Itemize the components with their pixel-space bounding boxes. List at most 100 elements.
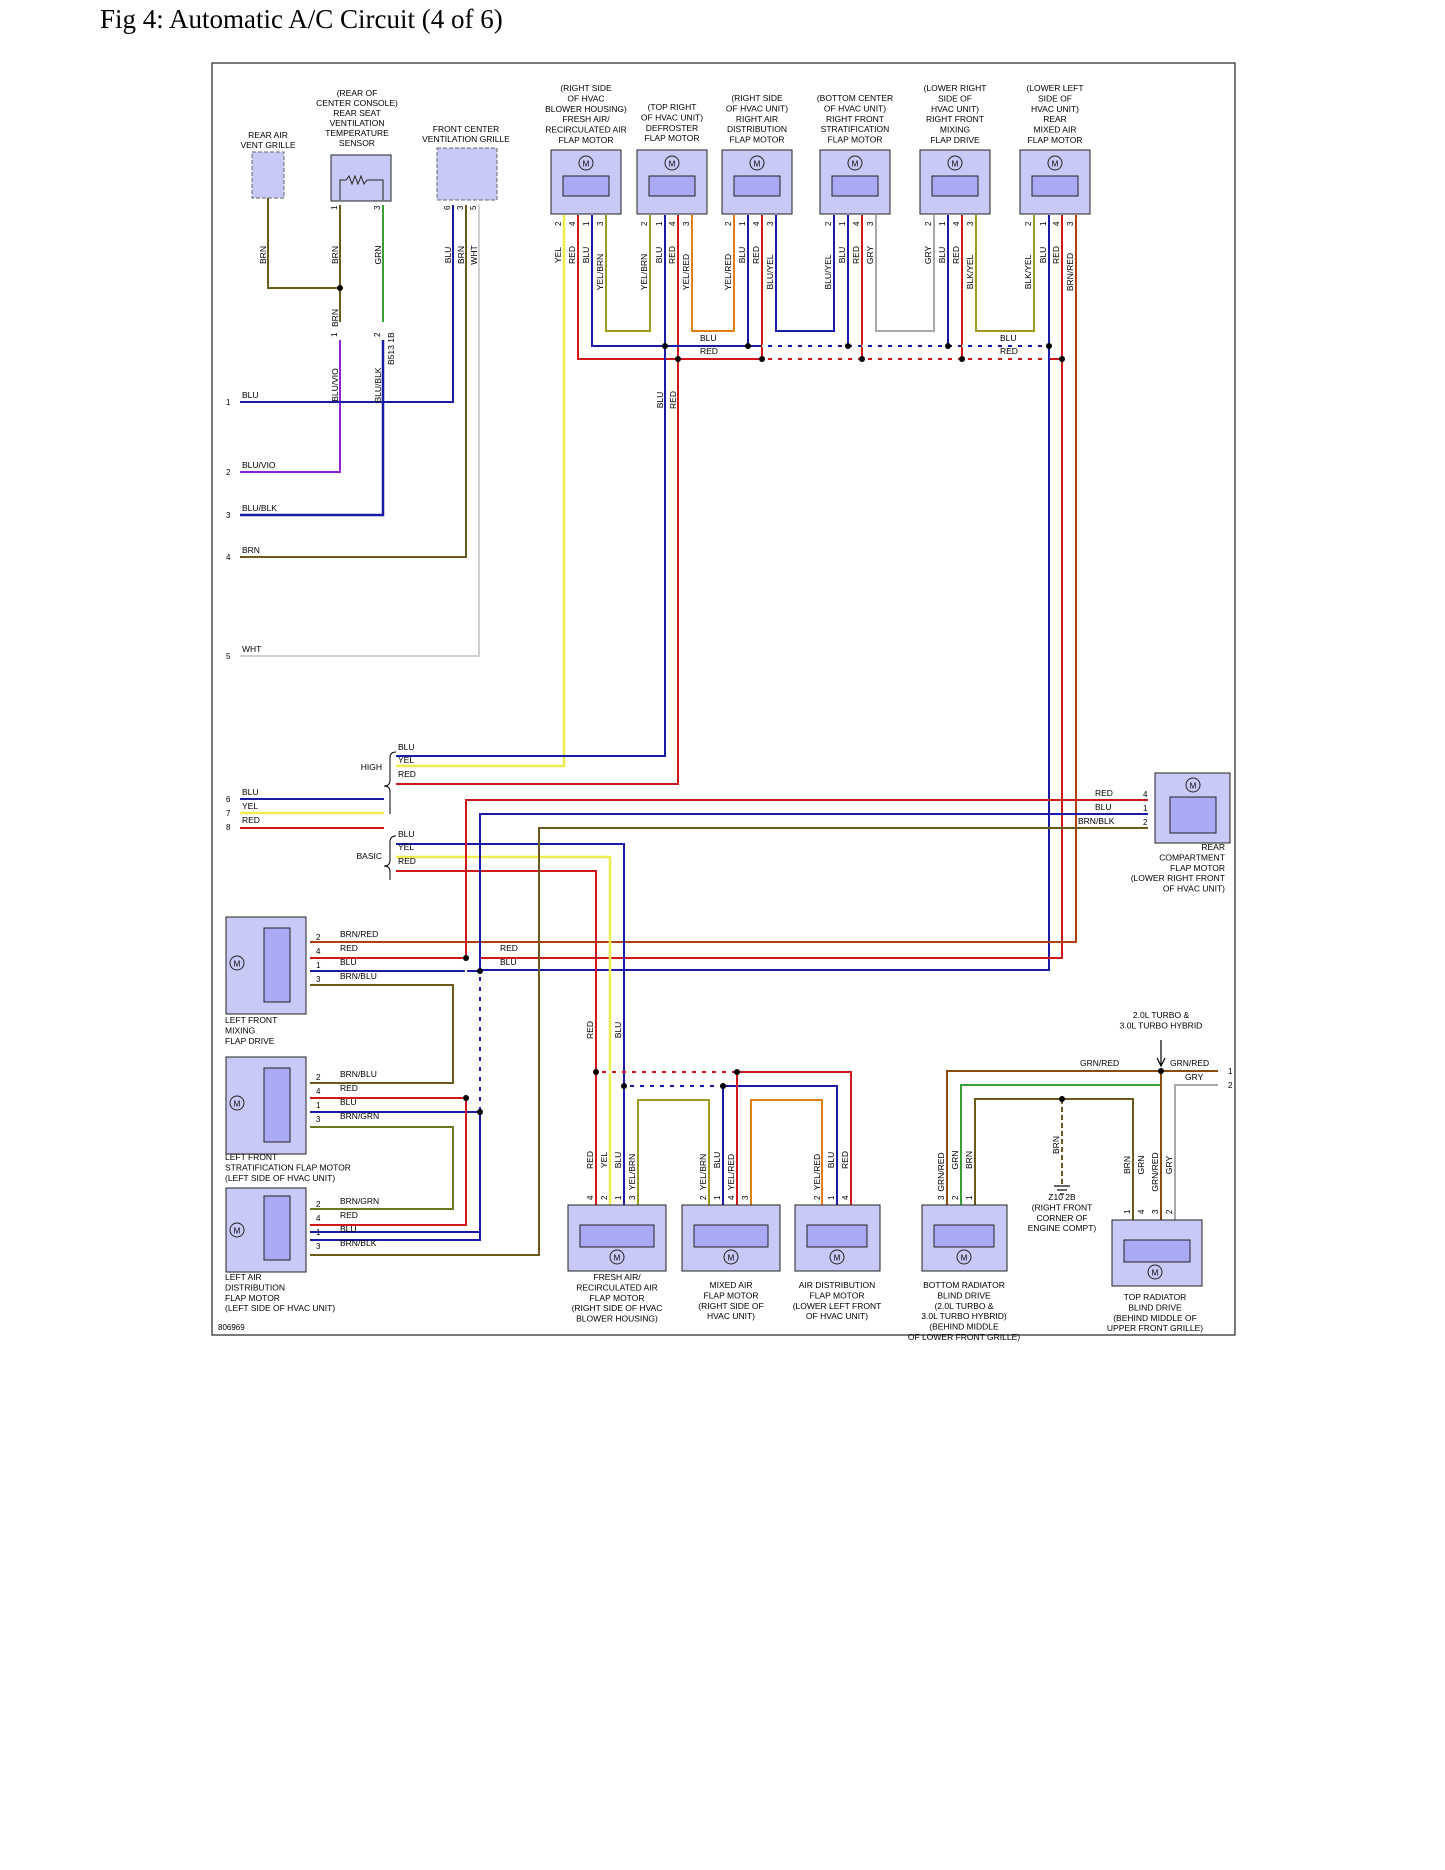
pin-number: 3 — [316, 1115, 321, 1124]
wire-color-label: BLU — [826, 1152, 836, 1169]
caption-bottom-radiator: BLIND DRIVE — [937, 1290, 991, 1300]
pin-number: 2 — [316, 1073, 321, 1082]
wire-yelbrn-bf — [637, 1099, 710, 1205]
caption-left-air-dist: (LEFT SIDE OF HVAC UNIT) — [225, 1303, 335, 1313]
wire-red-basic — [396, 870, 597, 1205]
caption-right-air-dist: DISTRIBUTION — [727, 124, 787, 134]
wire-color-label: BRN/RED — [1065, 253, 1075, 291]
pin-number: 1 — [316, 961, 321, 970]
caption-right-front-strat: RIGHT FRONT — [826, 114, 884, 124]
ground-icon — [1054, 1185, 1070, 1195]
caption-fresh-air-bottom: FLAP MOTOR — [590, 1293, 645, 1303]
caption-air-dist-bottom: AIR DISTRIBUTION — [799, 1280, 876, 1290]
caption-top-radiator: UPPER FRONT GRILLE) — [1107, 1323, 1203, 1333]
wire-color-label: YEL — [242, 801, 258, 811]
fresh-air-bottom-motor — [567, 1204, 667, 1272]
motor-letter: M — [614, 1254, 621, 1263]
wire-color-label: RED — [585, 1021, 595, 1039]
wire-red-rm — [480, 215, 1063, 959]
motor-letter: M — [852, 160, 859, 169]
motor-icon: M — [664, 155, 680, 171]
caption-right-front-mixing: HVAC UNIT) — [931, 104, 979, 114]
wire-color-label: GRN — [950, 1151, 960, 1170]
wire-color-label: RED — [851, 246, 861, 264]
wire-color-label: BRN/BLK — [340, 1238, 377, 1248]
pin-number: 4 — [1052, 221, 1061, 226]
pin-number: 1 — [738, 221, 747, 226]
wire-color-label: GRY — [923, 246, 933, 265]
wire-color-label: BLU — [712, 1152, 722, 1169]
wire-color-label: YEL — [553, 247, 563, 263]
pin-number: 4 — [668, 221, 677, 226]
wire-color-label: RED — [1000, 346, 1018, 356]
wire-yelbrn-fa — [605, 215, 651, 332]
wire-color-label: GRN — [373, 246, 383, 265]
caption-rear-compartment: FLAP MOTOR — [1170, 863, 1225, 873]
pin-number: 2 — [554, 221, 563, 226]
caption-right-front-strat: STRATIFICATION — [821, 124, 890, 134]
caption-fresh-air-top: BLOWER HOUSING) — [545, 104, 627, 114]
pin-number: 3 — [456, 205, 465, 210]
brace-basic — [383, 835, 397, 880]
wire-color-label: BRN — [964, 1151, 974, 1169]
pin-number: 2 — [813, 1195, 822, 1200]
caption-left-front-mixing: MIXING — [225, 1025, 255, 1035]
wire-color-label: YEL/BRN — [627, 1154, 637, 1190]
motor-letter: M — [834, 1254, 841, 1263]
pin-number: 3 — [373, 205, 382, 210]
figure-id: 806969 — [218, 1323, 245, 1332]
side-pin-number: 1 — [1228, 1067, 1233, 1076]
caption-right-front-mixing: RIGHT FRONT — [926, 114, 984, 124]
wire-color-label: YEL/RED — [812, 1154, 822, 1190]
wire-color-label: BRN/GRN — [340, 1111, 379, 1121]
pin-number: 1 — [827, 1195, 836, 1200]
caption-fresh-air-top: FRESH AIR/ — [562, 114, 610, 124]
wire-color-label: RED — [585, 1151, 595, 1169]
wire-color-label: RED — [340, 943, 358, 953]
wire-color-label: YEL/BRN — [698, 1154, 708, 1190]
motor-letter: M — [961, 1254, 968, 1263]
wire-blu-down — [396, 346, 666, 757]
wire-red-la — [310, 1098, 467, 1226]
caption-mixed-air: (RIGHT SIDE OF — [698, 1301, 764, 1311]
caption-left-front-mixing: FLAP DRIVE — [225, 1036, 275, 1046]
caption-rear-mixed: MIXED AIR — [1034, 125, 1077, 135]
wire-color-label: GRN/RED — [1150, 1152, 1160, 1191]
wire-color-label: BLU — [500, 957, 517, 967]
caption-rear-vent: VENT GRILLE — [240, 140, 295, 150]
caption-right-front-mixing: (LOWER RIGHT — [924, 83, 987, 93]
pin-number: 4 — [316, 1214, 321, 1223]
wire-color-label: BLU — [242, 390, 259, 400]
wire-color-label: BRN — [242, 545, 260, 555]
wire-color-label: BLU — [1000, 333, 1017, 343]
wire-color-label: BRN/RED — [340, 929, 378, 939]
caption-front-center: VENTILATION GRILLE — [422, 134, 510, 144]
caption-rear-sensor: SENSOR — [339, 138, 375, 148]
motor-letter: M — [234, 1227, 241, 1236]
side-pin-number: 7 — [226, 809, 231, 818]
caption-mixed-air: HVAC UNIT) — [707, 1311, 755, 1321]
rear-seat-temp-sensor — [330, 154, 392, 202]
wire-color-label: BLU — [937, 247, 947, 264]
wire-color-label: YEL/RED — [723, 254, 733, 290]
motor-icon: M — [229, 1222, 245, 1238]
pin-number: 2 — [1165, 1209, 1174, 1214]
caption-ground: ENGINE COMPT) — [1028, 1223, 1097, 1233]
rear-vent-grille — [251, 151, 285, 199]
wire-bluyel-ra — [775, 215, 835, 332]
wire-color-label: YEL/RED — [681, 254, 691, 290]
caption-air-dist-bottom: (LOWER LEFT FRONT — [793, 1301, 882, 1311]
pin-number: 1 — [330, 205, 339, 210]
pin-number: 4 — [841, 1195, 850, 1200]
pin-number: 1 — [655, 221, 664, 226]
caption-fresh-air-bottom: RECIRCULATED AIR — [576, 1282, 658, 1292]
wire-brnblu-lm — [310, 984, 454, 1084]
pin-number: 2 — [316, 1200, 321, 1209]
pin-number: 3 — [596, 221, 605, 226]
wire-color-label: GRN/RED — [1170, 1058, 1209, 1068]
caption-defroster: FLAP MOTOR — [645, 133, 700, 143]
pin-number: 2 — [724, 221, 733, 226]
group-label-basic: BASIC — [356, 851, 382, 861]
wire-color-label: BRN/BLU — [340, 1069, 377, 1079]
